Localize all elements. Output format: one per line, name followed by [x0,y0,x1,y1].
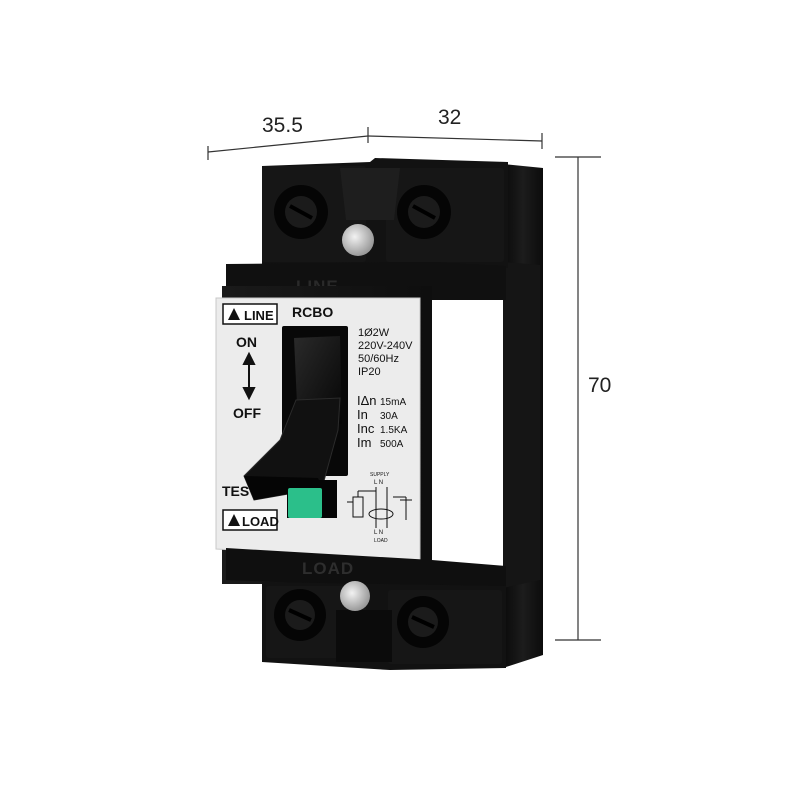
line-triangle-icon [228,308,240,320]
load-badge-text: LOAD [242,514,279,529]
double-arrow-icon [242,351,256,401]
width-dimension-line [207,135,369,153]
rating-symbol: IΔn [357,393,377,408]
spec-list: 1Ø2W 220V-240V 50/60Hz IP20 [358,327,413,378]
diagram-bottom-ln: L N [374,530,383,536]
wiring-diagram: SUPPLY L N L N LOAD [347,472,412,544]
width-label: 35.5 [262,114,303,137]
rating-value: 15mA [380,397,406,408]
height-label: 70 [588,374,611,397]
ratings: IΔn 15mA In 30A Inc 1.5KA Im 500A [357,393,408,450]
rating-value: 1.5KA [380,425,408,436]
mounting-screw-top-icon [342,224,374,256]
bottom-terminal-block [262,581,506,670]
rating-symbol: Inc [357,421,375,436]
diagram-top-ln: L N [374,480,383,486]
dimension-lines [207,127,601,641]
diagram-load-label: LOAD [374,538,388,544]
depth-dimension-line [367,135,543,142]
brand-label: RCBO [292,304,333,320]
bottom-ledge [226,548,506,590]
on-label: ON [236,334,257,350]
off-label: OFF [233,405,261,421]
depth-label: 32 [438,106,461,129]
rating-value: 30A [380,411,398,422]
test-label: TES [222,483,249,499]
mounting-screw-bottom-icon [340,581,370,611]
embossed-bottom-label: LOAD [302,559,354,578]
body-side-mid [503,262,540,588]
spec-phase: 1Ø2W [358,327,390,339]
spec-ip-rating: IP20 [358,366,381,378]
spec-voltage: 220V-240V [358,340,413,352]
line-badge-text: LINE [244,308,274,323]
spec-frequency: 50/60Hz [358,353,399,365]
rating-value: 500A [380,439,404,450]
rating-symbol: Im [357,435,371,450]
rating-symbol: In [357,407,368,422]
test-button[interactable] [288,488,322,518]
top-terminal-block [262,158,508,268]
load-triangle-icon [228,514,240,526]
diagram-supply-label: SUPPLY [370,472,390,478]
